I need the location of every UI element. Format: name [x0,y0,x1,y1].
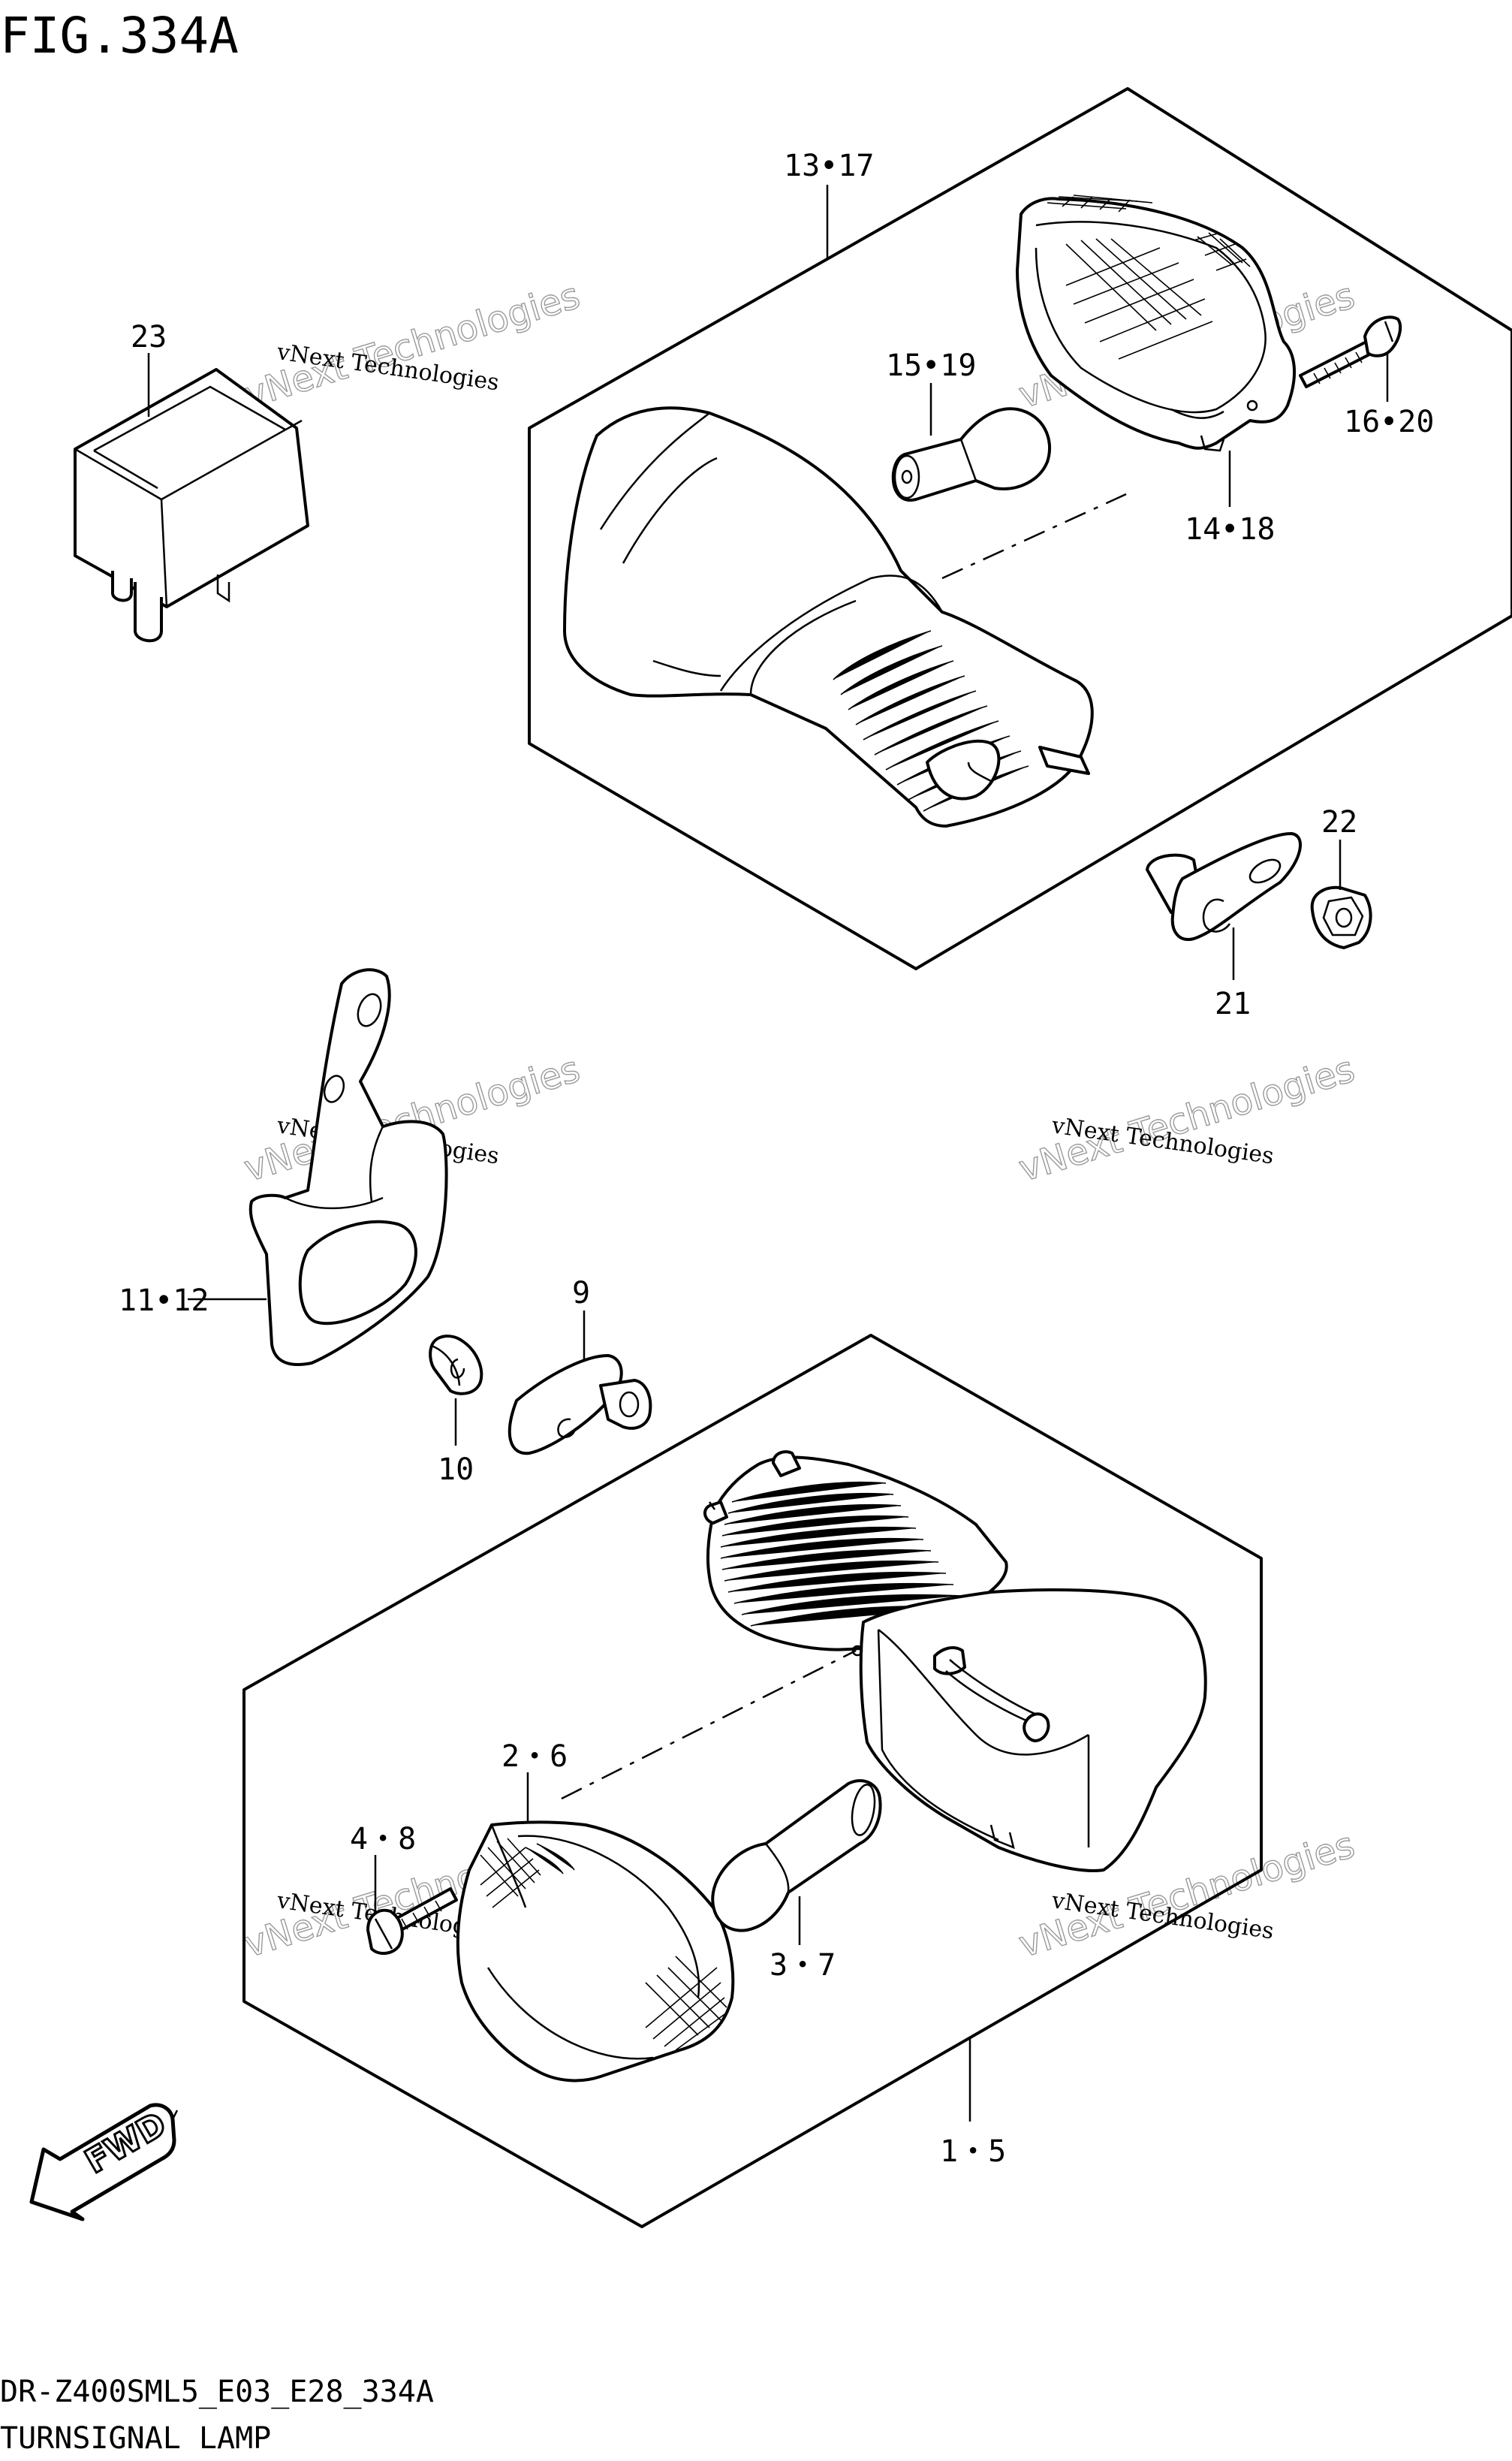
front-bulb [711,1779,882,1932]
front-lens-screw [366,1887,458,1955]
callout-21: 21 [1215,987,1251,1021]
callout-22: 22 [1321,805,1357,840]
callout-11-12: 11•12 [119,1283,209,1318]
callout-1-5: 1・5 [940,2134,1006,2169]
callout-16-20: 16•20 [1344,405,1434,439]
turnsignal-bracket [248,968,448,1366]
spacer-plate [1146,832,1302,941]
callout-9: 9 [572,1276,590,1310]
callout-14-18: 14•18 [1185,512,1275,547]
rubber-grommet [429,1335,483,1395]
rear-turnsignal-assembly-frame [528,87,1512,970]
rear-turnsignal-housing [563,406,1094,828]
model-code: DR-Z400SML5_E03_E28_334A [0,2375,434,2409]
spacer-plate-lower [508,1354,652,1455]
callout-3-7: 3・7 [770,1948,836,1983]
flange-nut [1310,885,1372,949]
rear-lens-screw [1299,315,1402,388]
callout-13-17: 13•17 [784,149,874,183]
assembly-axis-line [561,1649,857,1800]
callout-10: 10 [438,1452,474,1487]
fwd-arrow-icon: FWD [29,2103,179,2221]
rear-turnsignal-lens [1016,195,1297,452]
front-turnsignal-housing [703,1450,1207,1872]
diagram-caption: TURNSIGNAL LAMP [0,2421,271,2456]
turnsignal-relay [74,368,309,643]
rear-bulb [891,407,1052,502]
figure-title: FIG.334A [0,7,239,65]
callout-4-8: 4・8 [350,1822,416,1856]
callout-15-19: 15•19 [886,348,976,383]
callout-2-6: 2・6 [501,1739,568,1774]
front-turnsignal-lens [456,1820,735,2083]
front-turnsignal-assembly-frame [242,1334,1263,2228]
assembly-axis-line [941,493,1127,580]
callout-23: 23 [131,320,167,354]
